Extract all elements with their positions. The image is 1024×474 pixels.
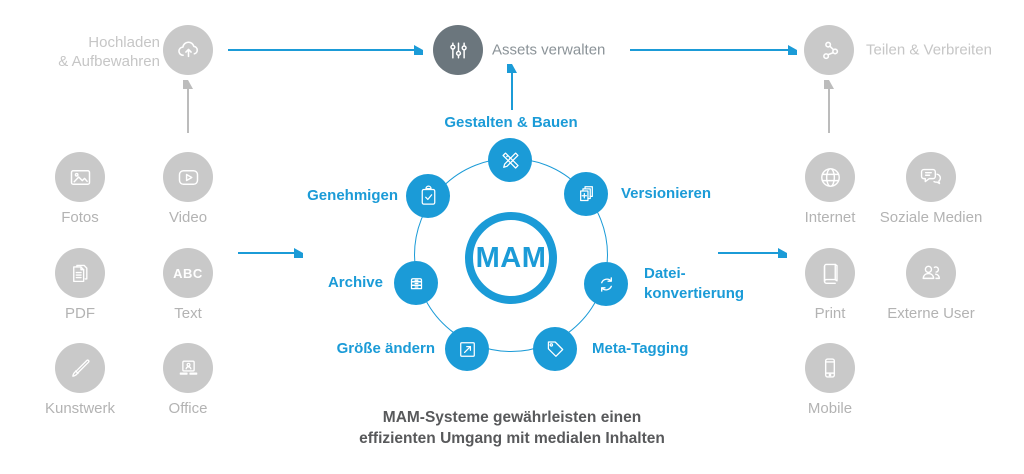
- upload-store-label: Hochladen & Aufbewahren: [58, 34, 160, 70]
- feature-convert-label: Datei- konvertierung: [644, 265, 745, 302]
- arrow-sources-to-hub: [238, 248, 303, 258]
- feature-approve-label: Genehmigen: [307, 187, 398, 204]
- pencil-ruler-icon: [498, 148, 523, 173]
- arrow-upload-to-manage: [228, 45, 423, 55]
- photo-icon: [67, 164, 94, 191]
- clipboard-check-icon: [416, 184, 441, 209]
- output-soziale-medien: Soziale Medien: [880, 152, 982, 226]
- source-video: Video: [163, 152, 213, 226]
- chat-bubbles-icon: [917, 163, 945, 191]
- mam-hub: MAM: [465, 212, 557, 304]
- feature-resize-node: [445, 327, 489, 371]
- feature-approve-node: [406, 174, 450, 218]
- versions-pages-icon: [574, 182, 599, 207]
- output-print: Print: [805, 248, 855, 322]
- archive-stack-icon: [404, 271, 429, 296]
- mam-hub-label: MAM: [475, 241, 547, 274]
- output-mobile: Mobile: [805, 343, 855, 417]
- arrow-sources-to-upload: [183, 80, 193, 133]
- share-icon: [816, 37, 843, 64]
- diagram-caption: MAM-Systeme gewährleisten einen effizien…: [359, 409, 665, 447]
- source-text: ABC Text: [163, 248, 213, 322]
- globe-icon: [816, 163, 845, 192]
- feature-design-label: Gestalten & Bauen: [444, 114, 578, 131]
- paintbrush-icon: [67, 355, 94, 382]
- feature-resize-label: Größe ändern: [336, 340, 435, 357]
- feature-version-label: Versionieren: [621, 185, 712, 202]
- pdf-document-icon: [67, 260, 94, 287]
- arrow-hub-to-manage: [507, 64, 517, 110]
- manage-assets-node: [433, 25, 483, 75]
- feature-design-node: [488, 138, 532, 182]
- arrow-manage-to-share: [630, 45, 797, 55]
- feature-archive-node: [394, 261, 438, 305]
- feature-convert-node: [584, 262, 628, 306]
- video-play-icon: [175, 164, 202, 191]
- sliders-icon: [445, 37, 472, 64]
- smartphone-icon: [816, 354, 844, 382]
- source-kunstwerk: Kunstwerk: [45, 343, 115, 417]
- arrow-hub-to-outputs: [718, 248, 787, 258]
- feature-tag-node: [533, 327, 577, 371]
- source-pdf: PDF: [55, 248, 105, 322]
- book-icon: [816, 259, 844, 287]
- feature-archive-label: Archive: [327, 274, 383, 291]
- share-distribute-node: [804, 25, 854, 75]
- abc-text-icon: ABC: [173, 265, 203, 281]
- cloud-upload-icon: [175, 37, 202, 64]
- share-distribute-label: Teilen & Verbreiten: [866, 41, 992, 59]
- convert-arrows-icon: [594, 272, 619, 297]
- source-fotos: Fotos: [55, 152, 105, 226]
- source-office: Office: [163, 343, 213, 417]
- feature-tag-label: Meta-Tagging: [592, 340, 689, 357]
- manage-assets-label: Assets verwalten: [492, 41, 606, 59]
- output-internet: Internet: [805, 152, 855, 226]
- tag-icon: [543, 337, 568, 362]
- resize-icon: [455, 337, 480, 362]
- users-icon: [917, 259, 945, 287]
- upload-store-node: [163, 25, 213, 75]
- arrow-outputs-to-share: [824, 80, 834, 133]
- output-externe-user: Externe User: [887, 248, 975, 322]
- feature-version-node: [564, 172, 608, 216]
- laptop-user-icon: [175, 355, 202, 382]
